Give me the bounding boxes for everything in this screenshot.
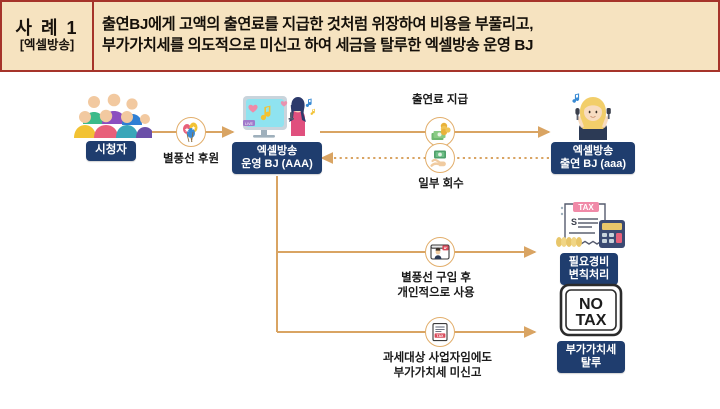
caption-partial-recovery: 일부 회수 <box>418 178 464 190</box>
caption-vat-unreported: 과세대상 사업자임에도 부가가치세 미신고 <box>370 351 505 381</box>
broadcast-person-window-badge <box>425 237 455 267</box>
caption-vat-unreported-line-2: 부가가치세 미신고 <box>393 366 482 379</box>
node-guest-bj[interactable]: 엑셀방송 출연 BJ (aaa) <box>550 90 636 174</box>
case-description-box: 출연BJ에게 고액의 출연료를 지급한 것처럼 위장하여 비용을 부풀리고, 부… <box>92 0 720 72</box>
tax-document-badge: TAX <box>425 317 455 347</box>
caption-donation: 별풍선 후원 <box>162 153 220 165</box>
cash-stack-badge <box>425 117 455 147</box>
case-number-box: 사 례 1 [엑셀방송] <box>0 0 92 72</box>
node-guest-bj-label-line-2: 출연 BJ (aaa) <box>559 157 627 170</box>
node-expense-manipulation-label-line-2: 변칙처리 <box>568 268 610 281</box>
broadcast-person-window-icon <box>430 244 450 260</box>
caption-vat-unreported-line-1: 과세대상 사업자임에도 <box>383 352 492 364</box>
svg-text:TAX: TAX <box>576 312 607 329</box>
svg-text:LIVE: LIVE <box>245 122 253 126</box>
tax-document-icon: TAX <box>432 323 448 342</box>
cash-stack-icon <box>431 122 451 140</box>
case-description-line-2: 부가가치세를 의도적으로 미신고 하여 세금을 탈루한 엑셀방송 운영 BJ <box>102 37 534 54</box>
svg-text:TAX: TAX <box>578 203 594 212</box>
node-viewers-label: 시청자 <box>86 141 136 161</box>
node-viewers[interactable]: 시청자 <box>70 92 152 161</box>
star-balloon-badge <box>176 117 206 147</box>
node-operator-bj[interactable]: LIVE 엑셀방송 운영 BJ (AAA) <box>232 90 322 174</box>
hand-with-money-badge <box>425 143 455 173</box>
svg-text:S: S <box>571 217 577 227</box>
node-expense-manipulation[interactable]: TAX S <box>543 200 635 285</box>
hand-with-money-icon <box>430 150 446 167</box>
node-vat-evasion-label-line-1: 부가가치세 <box>565 344 617 356</box>
caption-fee-payment: 출연료 지급 <box>411 94 469 106</box>
tax-receipt-calculator-icon: TAX S <box>556 202 625 248</box>
node-vat-evasion-label: 부가가치세 탈루 <box>556 341 626 373</box>
live-streaming-monitor-icon: LIVE <box>243 96 315 138</box>
svg-text:TAX: TAX <box>437 334 445 338</box>
node-expense-manipulation-label-line-1: 필요경비 <box>568 256 610 268</box>
no-tax-sign-icon: NO TAX <box>559 283 623 337</box>
node-operator-bj-label: 엑셀방송 운영 BJ (AAA) <box>232 142 322 174</box>
flow-diagram: 시청자 별풍선 후원 LIVE <box>0 72 720 409</box>
case-header-banner: 사 례 1 [엑셀방송] 출연BJ에게 고액의 출연료를 지급한 것처럼 위장하… <box>0 0 720 72</box>
case-description-line-1: 출연BJ에게 고액의 출연료를 지급한 것처럼 위장하여 비용을 부풀리고, <box>102 16 534 34</box>
crowd-of-people-icon <box>74 93 152 138</box>
node-operator-bj-label-line-1: 엑셀방송 <box>256 145 298 157</box>
node-operator-bj-label-line-2: 운영 BJ (AAA) <box>241 157 313 170</box>
star-balloon-icon <box>183 122 198 143</box>
node-expense-manipulation-label: 필요경비 변칙처리 <box>559 253 619 285</box>
node-guest-bj-label-line-1: 엑셀방송 <box>572 145 614 157</box>
node-guest-bj-label: 엑셀방송 출연 BJ (aaa) <box>550 142 636 174</box>
node-vat-evasion-label-line-2: 탈루 <box>580 356 602 369</box>
caption-personal-use: 별풍선 구입 후 개인적으로 사용 <box>376 271 496 301</box>
case-number-label: 사 례 1 <box>15 18 79 39</box>
caption-personal-use-line-2: 개인적으로 사용 <box>397 286 475 299</box>
case-category-label: [엑셀방송] <box>19 38 75 53</box>
node-vat-evasion[interactable]: NO TAX 부가가치세 탈루 <box>547 282 635 373</box>
caption-personal-use-line-1: 별풍선 구입 후 <box>401 272 471 284</box>
female-streamer-microphone-icon <box>572 93 611 140</box>
svg-text:NO: NO <box>579 296 603 313</box>
